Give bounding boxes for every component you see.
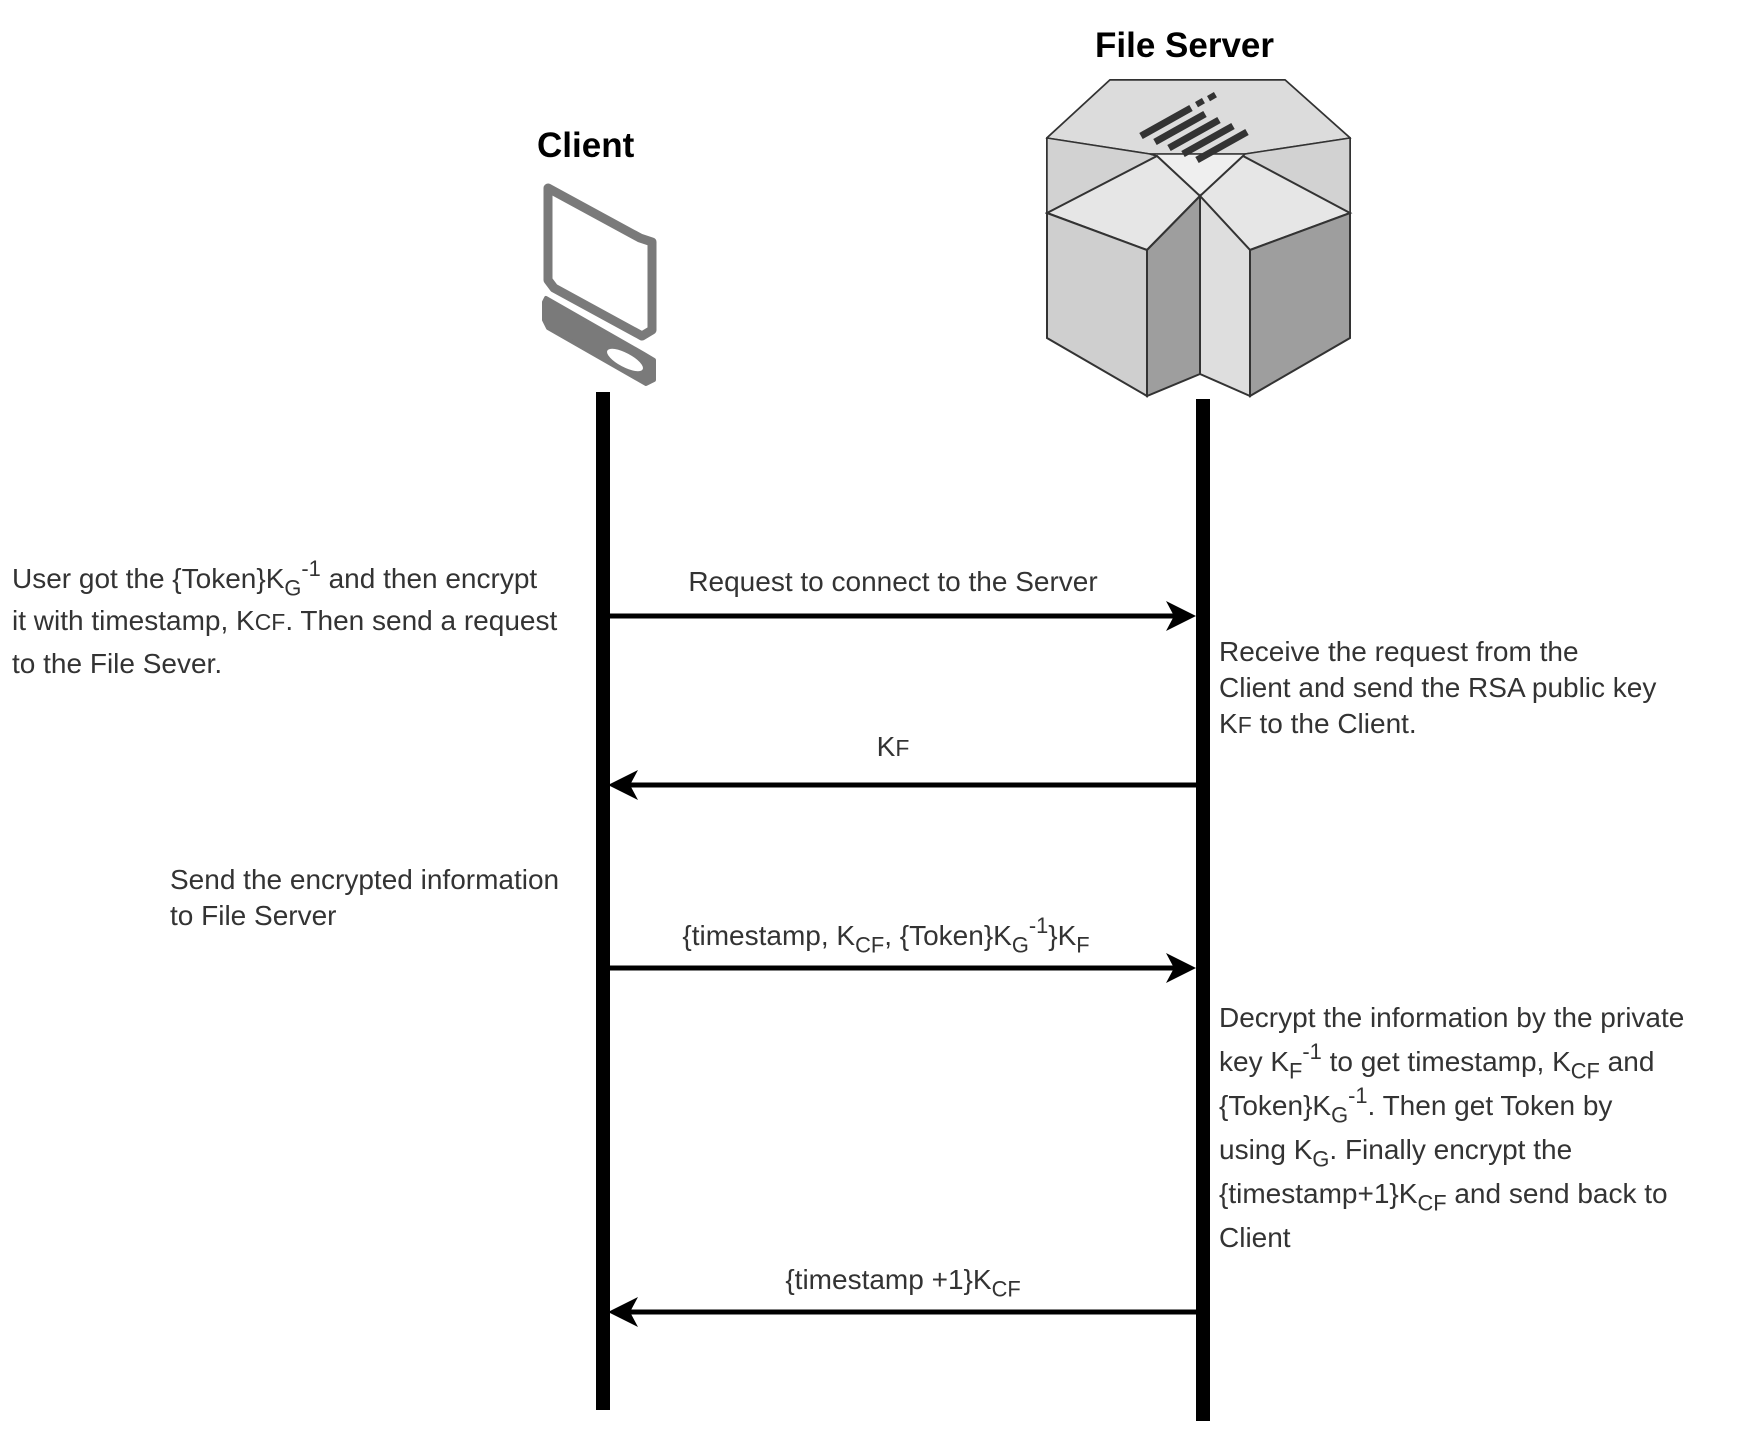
client-lifeline bbox=[596, 392, 610, 1410]
server-note-1-line3: KF to the Client. bbox=[1219, 708, 1417, 739]
server-note-2-line5: {timestamp+1}KCF and send back to bbox=[1219, 1178, 1668, 1216]
client-title: Client bbox=[537, 126, 635, 165]
server-lifeline bbox=[1196, 399, 1210, 1421]
server-icon bbox=[1044, 78, 1355, 400]
message-arrow-2 bbox=[608, 770, 1198, 800]
server-note-1-line1: Receive the request from the bbox=[1219, 636, 1579, 667]
message-arrow-4 bbox=[608, 1297, 1198, 1327]
server-note-2-line1: Decrypt the information by the private bbox=[1219, 1002, 1685, 1033]
message-label-2: KF bbox=[876, 731, 910, 762]
server-note-2-line4: using KG. Finally encrypt the bbox=[1219, 1134, 1573, 1172]
message-label-4: {timestamp +1}KCF bbox=[785, 1264, 1021, 1302]
message-label-3: {timestamp, KCF, {Token}KG-1}KF bbox=[682, 913, 1090, 958]
client-note-2-line2: to File Server bbox=[170, 900, 337, 931]
server-note-2-line3: {Token}KG-1. Then get Token by bbox=[1219, 1083, 1613, 1128]
computer-icon bbox=[540, 180, 670, 390]
message-arrow-1 bbox=[606, 601, 1196, 631]
message-label-1: Request to connect to the Server bbox=[688, 566, 1098, 597]
client-note-1: User got the {Token}KG-1 and then encryp… bbox=[12, 558, 557, 685]
server-note-2-line6: Client bbox=[1219, 1222, 1291, 1253]
client-note-1-line3: to the File Sever. bbox=[12, 648, 223, 679]
server-note-1-line2: Client and send the RSA public key bbox=[1219, 672, 1657, 703]
client-note-2-line1: Send the encrypted information bbox=[170, 864, 560, 895]
server-note-2-line2: key KF-1 to get timestamp, KCF and bbox=[1219, 1039, 1655, 1084]
message-arrow-3 bbox=[606, 953, 1196, 983]
server-note-2: Decrypt the information by the private k… bbox=[1219, 996, 1684, 1260]
file-server-title: File Server bbox=[1095, 26, 1274, 65]
server-note-1: Receive the request from the Client and … bbox=[1219, 634, 1656, 743]
client-note-1-line2: it with timestamp, KCF. Then send a requ… bbox=[12, 605, 558, 636]
client-note-2: Send the encrypted information to File S… bbox=[170, 862, 559, 934]
client-note-1-line1: User got the {Token}KG-1 and then encryp… bbox=[12, 556, 538, 601]
